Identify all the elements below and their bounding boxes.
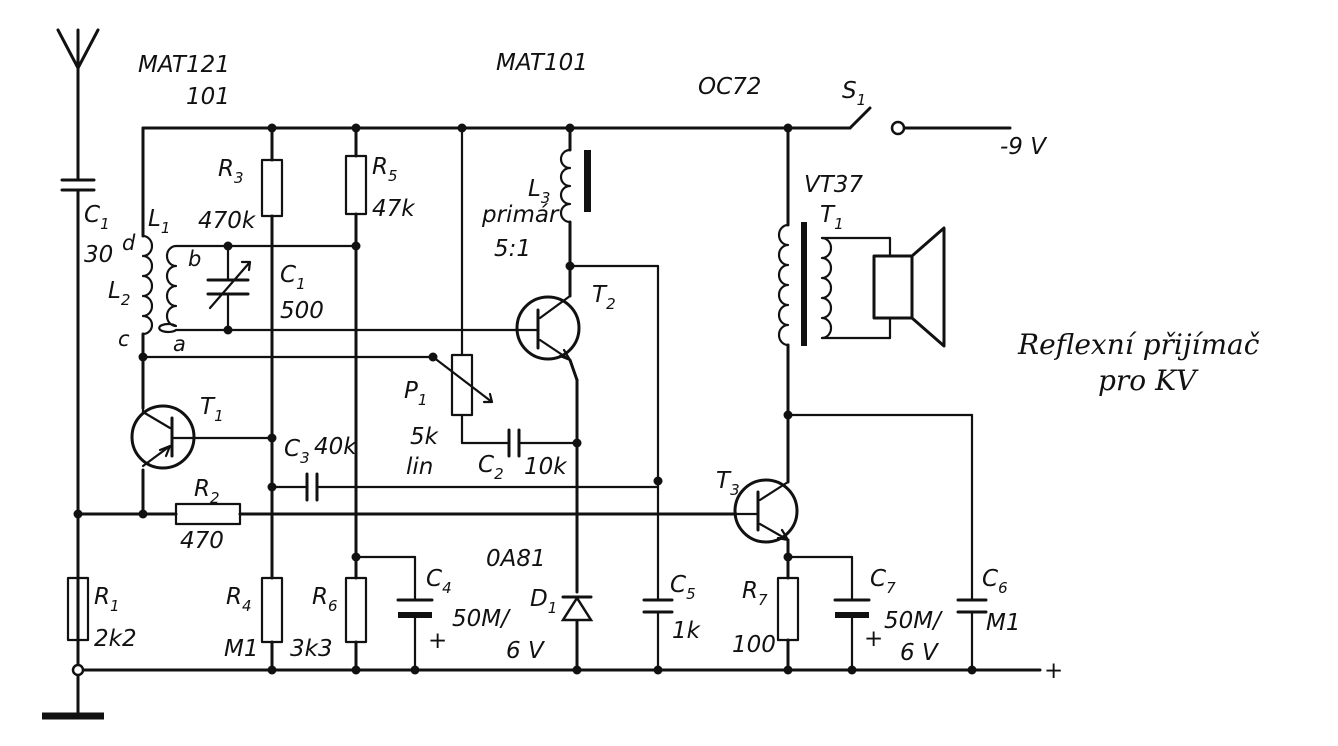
- label-oa81: 0A81: [486, 546, 546, 572]
- potentiometer-p1: [450, 353, 474, 417]
- transformer-primary: [777, 223, 790, 347]
- label-r3: R3: [218, 156, 244, 187]
- coil-l2: [141, 234, 154, 336]
- label-r1-value: 2k2: [94, 626, 137, 652]
- label-c4: C4: [426, 566, 452, 597]
- label-c1: C1: [84, 202, 110, 233]
- label-r6-value: 3k3: [290, 636, 333, 662]
- label-c7-voltage: 6 V: [900, 640, 940, 666]
- label-oc72: OC72: [698, 74, 761, 100]
- label-tap-b: b: [188, 247, 201, 271]
- label-tap-d: d: [122, 231, 136, 255]
- transistor-t1: [130, 404, 196, 470]
- caption-line-2: pro KV: [1098, 364, 1199, 397]
- label-p1-value: 5k: [410, 424, 440, 450]
- label-t2: T2: [592, 282, 616, 313]
- ground-terminal: [71, 663, 85, 677]
- label-mat121: MAT121: [138, 52, 230, 78]
- coil-l1: [158, 244, 178, 334]
- potentiometer-wiper: [431, 355, 494, 404]
- label-c4-value: 50M/: [452, 606, 511, 632]
- label-c3-value: 40k: [314, 434, 358, 460]
- label-c5: C5: [670, 572, 696, 603]
- label-c1-variable-value: 500: [280, 298, 324, 324]
- label-p1-taper: lin: [406, 454, 433, 480]
- label-d1: D1: [530, 586, 557, 617]
- resistor-r4: [260, 576, 284, 644]
- label-c1-variable: C1: [280, 262, 306, 293]
- label-c2: C2: [478, 452, 504, 483]
- resistor-r3: [260, 158, 284, 218]
- label-mat101: MAT101: [496, 50, 588, 76]
- label-supply: -9 V: [1000, 134, 1048, 160]
- resistor-r5: [344, 154, 368, 216]
- label-ground-plus: +: [1044, 658, 1063, 684]
- wiring: [42, 28, 1042, 720]
- label-r2: R2: [194, 476, 220, 507]
- resistors: [66, 154, 800, 644]
- transformer-secondary: [820, 236, 833, 340]
- junction-dots: [73, 123, 977, 675]
- label-tap-c: c: [118, 327, 130, 351]
- label-r3-value: 470k: [198, 208, 257, 234]
- label-c4-voltage: 6 V: [506, 638, 546, 664]
- label-tap-a: a: [173, 332, 186, 356]
- label-r1: R1: [94, 584, 120, 615]
- label-t3: T3: [716, 468, 740, 499]
- label-r5: R5: [372, 154, 398, 185]
- label-c7: C7: [870, 566, 896, 597]
- transistor-t3: [733, 478, 799, 544]
- label-c2-value: 10k: [524, 454, 568, 480]
- label-l3: L3: [528, 176, 550, 207]
- label-r7: R7: [742, 578, 768, 609]
- diode-d1: [560, 595, 594, 622]
- label-l1: L1: [148, 206, 170, 237]
- label-vt37: VT37: [804, 172, 863, 198]
- label-l3-ratio: 5:1: [494, 236, 531, 262]
- loudspeaker-icon: [872, 226, 946, 348]
- label-r4-value: M1: [224, 636, 258, 662]
- label-l3-note: primár: [481, 202, 560, 228]
- transistor-t2: [513, 294, 581, 362]
- antenna-symbol: [56, 28, 100, 180]
- transformer-core: [801, 222, 807, 346]
- labels: MAT121 101 MAT101 OC72 S1 -9 V VT37 T1 C…: [84, 50, 1260, 684]
- l3-core: [584, 150, 591, 212]
- label-c3: C3: [284, 436, 310, 467]
- label-c7-plus: +: [864, 626, 883, 652]
- label-c5-value: 1k: [672, 618, 702, 644]
- label-c6-value: M1: [986, 610, 1020, 636]
- label-r4: R4: [226, 584, 252, 615]
- resistor-r2: [174, 502, 242, 526]
- label-p1: P1: [404, 378, 427, 409]
- resistor-r7: [776, 576, 800, 642]
- resistor-r6: [344, 576, 368, 644]
- label-c4-plus: +: [428, 628, 447, 654]
- label-transformer-t1: T1: [820, 202, 844, 233]
- label-r7-value: 100: [732, 632, 776, 658]
- label-c1-value: 30: [84, 242, 113, 268]
- label-t1: T1: [200, 394, 224, 425]
- capacitors: [206, 260, 988, 618]
- inductors: [141, 148, 892, 347]
- coil-l3: [559, 148, 572, 224]
- label-c7-value: 50M/: [884, 608, 943, 634]
- variable-arrow: [208, 260, 252, 310]
- label-mat121-101: 101: [186, 84, 230, 110]
- switch-s1-contact: [890, 120, 906, 136]
- label-c6: C6: [982, 566, 1008, 597]
- label-r2-value: 470: [180, 528, 224, 554]
- caption-line-1: Reflexní přijímač: [1017, 328, 1260, 361]
- resistor-r1: [66, 576, 90, 642]
- label-r5-value: 47k: [372, 196, 416, 222]
- label-l2: L2: [108, 278, 130, 309]
- label-r6: R6: [312, 584, 338, 615]
- label-s1: S1: [842, 78, 866, 109]
